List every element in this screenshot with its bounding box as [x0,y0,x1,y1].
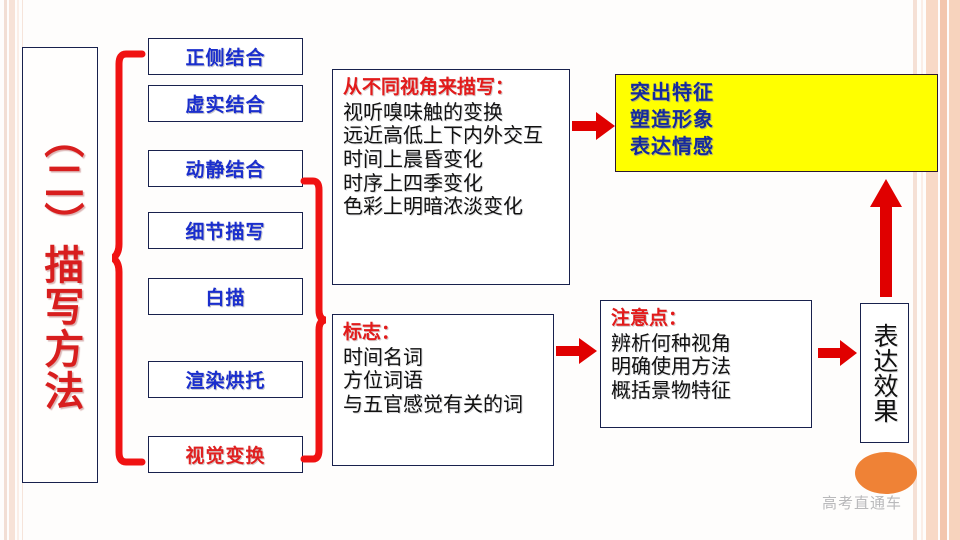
effects-line: 塑造形象 [630,109,714,131]
method-box-6[interactable]: 渲染烘托 [148,361,303,398]
arrow-right-to-notes-icon [556,338,597,364]
method-label: 白描 [205,288,246,309]
brace-left-icon [112,50,146,466]
watermark-label: 高考直通车 [822,494,903,512]
notes-panel-heading: 注意点： [611,307,688,329]
notes-panel-line: 辨析何种视角 [611,330,731,355]
page-title: （二）描写方法 [37,118,85,412]
effects-line: 表达情感 [630,136,714,158]
method-box-3[interactable]: 动静结合 [148,150,303,187]
outcome-box: 表达效果 [860,303,909,443]
notes-panel-line: 明确使用方法 [611,354,731,379]
marker-panel-heading: 标志： [343,321,401,343]
method-label: 正侧结合 [185,48,266,69]
method-label: 动静结合 [185,160,266,181]
method-box-5[interactable]: 白描 [148,278,303,315]
section-title-box: （二）描写方法 [22,47,98,483]
decor-stripe-left-1 [4,0,7,540]
decor-stripe-right-5 [949,0,960,540]
decor-stripe-right-1 [913,0,917,540]
outcome-label: 表达效果 [870,323,899,423]
decor-stripe-right-2 [921,0,923,540]
perspective-panel-line: 时序上四季变化 [343,170,483,195]
method-label: 细节描写 [185,222,266,243]
decor-stripe-left-2 [9,0,15,540]
perspective-panel-line: 时间上晨昏变化 [343,146,483,171]
method-box-4[interactable]: 细节描写 [148,212,303,249]
notes-panel-line: 概括景物特征 [611,377,731,402]
marker-panel-line: 与五官感觉有关的词 [343,391,523,416]
effects-line: 突出特征 [630,82,714,104]
perspective-panel-line: 色彩上明暗浓淡变化 [343,194,523,219]
brace-right-icon [300,177,326,463]
perspective-panel-line: 视听嗅味触的变换 [343,99,503,124]
method-box-7[interactable]: 视觉变换 [148,436,303,473]
method-label: 虚实结合 [185,95,266,116]
method-box-1[interactable]: 正侧结合 [148,38,303,75]
perspective-panel-heading: 从不同视角来描写： [343,76,515,98]
perspective-panel-line: 远近高低上下内外交互 [343,123,543,148]
watermark-ellipse [855,452,917,494]
perspective-panel: 从不同视角来描写： 视听嗅味触的变换 远近高低上下内外交互 时间上晨昏变化 时序… [332,69,570,285]
effects-box: 突出特征 塑造形象 表达情感 [615,74,938,172]
decor-stripe-left-3 [17,0,19,540]
marker-panel-line: 方位词语 [343,368,423,393]
decor-stripe-right-4 [940,0,947,540]
method-label: 渲染烘托 [185,371,266,392]
arrow-up-to-effects-icon [870,179,902,297]
arrow-right-to-effects-icon [572,112,615,140]
marker-panel-line: 时间名词 [343,344,423,369]
notes-panel: 注意点： 辨析何种视角 明确使用方法 概括景物特征 [600,300,812,428]
method-label: 视觉变换 [185,446,266,467]
arrow-right-to-outcome-icon [818,340,857,366]
marker-panel: 标志： 时间名词 方位词语 与五官感觉有关的词 [332,314,554,466]
method-box-2[interactable]: 虚实结合 [148,85,303,122]
